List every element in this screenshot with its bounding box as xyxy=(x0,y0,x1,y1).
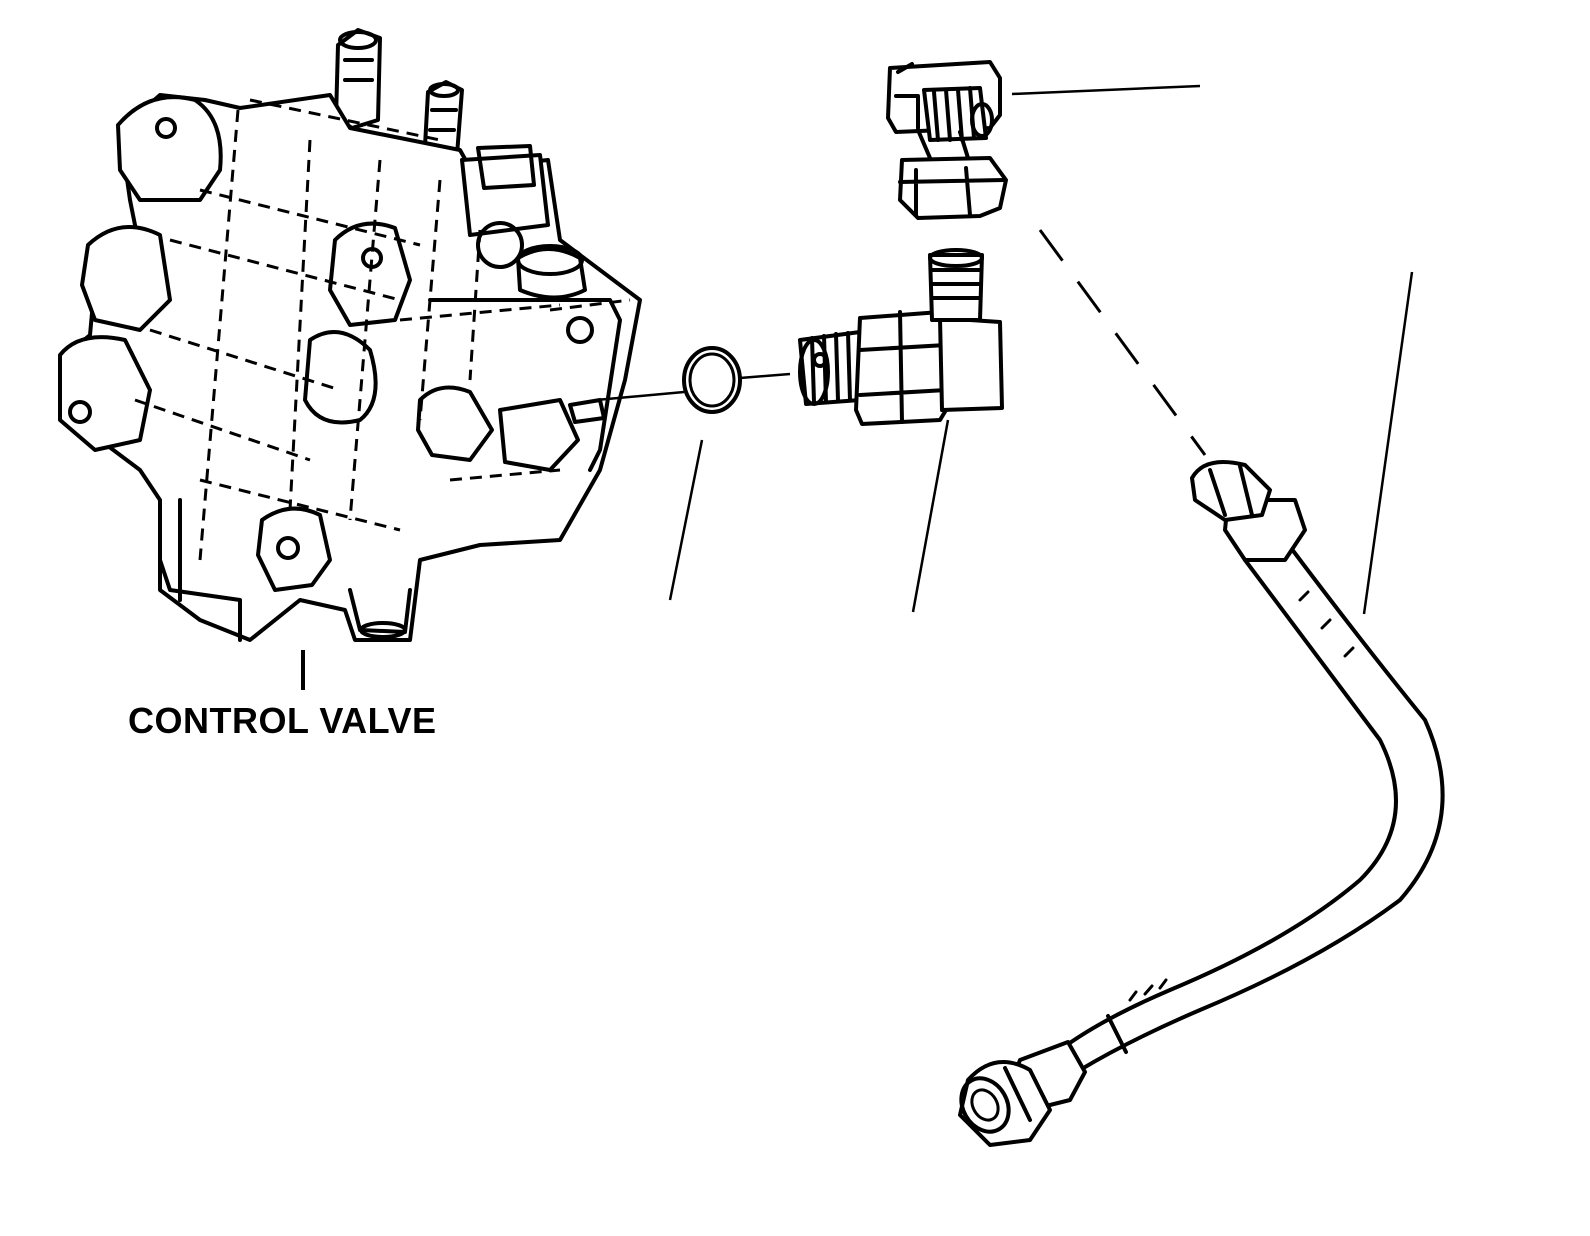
assembly-path-line xyxy=(1038,229,1207,456)
swivel-adapter xyxy=(886,60,1008,220)
control-valve xyxy=(58,28,642,642)
elbow-fitting xyxy=(798,248,1004,426)
hose-assembly xyxy=(958,460,1445,1147)
o-ring-to-fitting-line xyxy=(739,372,791,380)
elbow-fitting-leader xyxy=(911,419,950,613)
control-valve-label: CONTROL VALVE xyxy=(128,700,437,741)
port-center-line xyxy=(595,390,685,402)
control-valve-hidden-lines xyxy=(134,98,631,561)
o-ring-leader xyxy=(668,439,704,601)
hose-assembly-leader xyxy=(1362,271,1414,615)
swivel-adapter-leader xyxy=(1011,84,1201,96)
control-valve-top-spools xyxy=(334,28,464,174)
control-valve-body xyxy=(58,93,642,642)
o-ring xyxy=(682,346,742,414)
